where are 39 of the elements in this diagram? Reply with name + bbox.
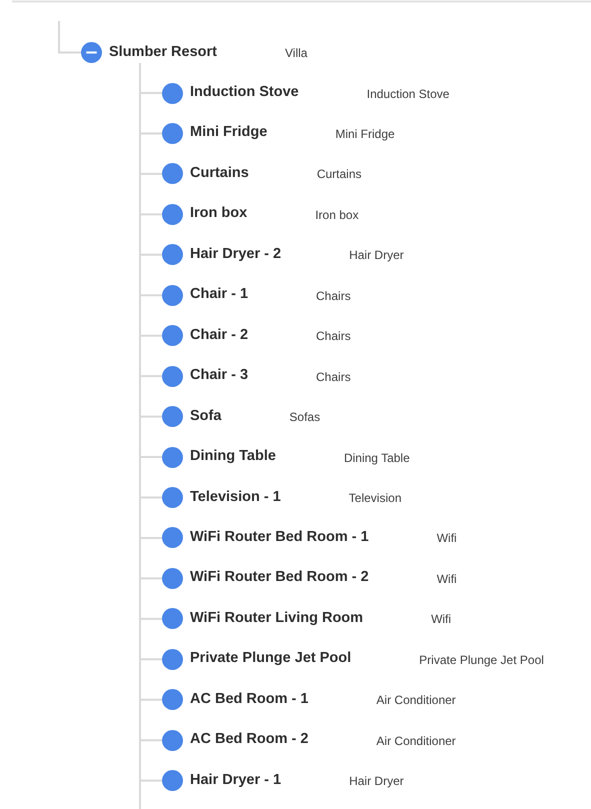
type-label: Chairs [316, 328, 351, 344]
type-label: Air Conditioner [376, 692, 456, 708]
type-label: Sofas [289, 409, 320, 426]
tree-connector [58, 21, 81, 54]
node-label: Chair - 3 [190, 366, 248, 384]
node-label: Chair - 2 [190, 326, 248, 344]
type-label: Hair Dryer [349, 773, 404, 790]
type-label: Chairs [316, 368, 351, 385]
type-label: Wifi [436, 530, 457, 546]
type-label: Wifi [431, 611, 452, 628]
type-label: Hair Dryer [349, 247, 404, 264]
node-label: Sofa [190, 406, 222, 425]
type-label: Dining Table [344, 450, 410, 466]
type-label: Mini Fridge [335, 126, 395, 142]
node-label: Induction Stove [190, 83, 299, 101]
type-label: Wifi [436, 570, 457, 587]
node-label: Chair - 1 [190, 285, 248, 304]
node-label: WiFi Router Bed Room - 2 [190, 568, 369, 586]
node-label: Iron box [190, 204, 248, 222]
node-label: WiFi Router Living Room [190, 608, 364, 627]
type-label: Air Conditioner [376, 732, 456, 749]
node-label: Curtains [190, 164, 249, 182]
type-label: Private Plunge Jet Pool [419, 652, 544, 668]
node-label: AC Bed Room - 2 [190, 730, 308, 748]
type-label: Induction Stove [366, 86, 450, 102]
type-label: Villa [284, 45, 308, 61]
type-label: Iron box [315, 206, 359, 223]
type-label: Chairs [316, 288, 351, 304]
node-label: Private Plunge Jet Pool [190, 649, 352, 668]
node-label: Hair Dryer - 1 [190, 770, 282, 789]
node-label: Hair Dryer - 2 [190, 244, 282, 263]
node-label: Slumber Resort [109, 42, 217, 60]
node-label: Mini Fridge [190, 123, 268, 142]
node-label: WiFi Router Bed Room - 1 [190, 528, 369, 546]
node-label: AC Bed Room - 1 [190, 690, 308, 708]
type-label: Television [348, 490, 402, 506]
node-label: Television - 1 [190, 488, 281, 506]
node-label: Dining Table [190, 447, 276, 466]
type-label: Curtains [316, 166, 362, 182]
